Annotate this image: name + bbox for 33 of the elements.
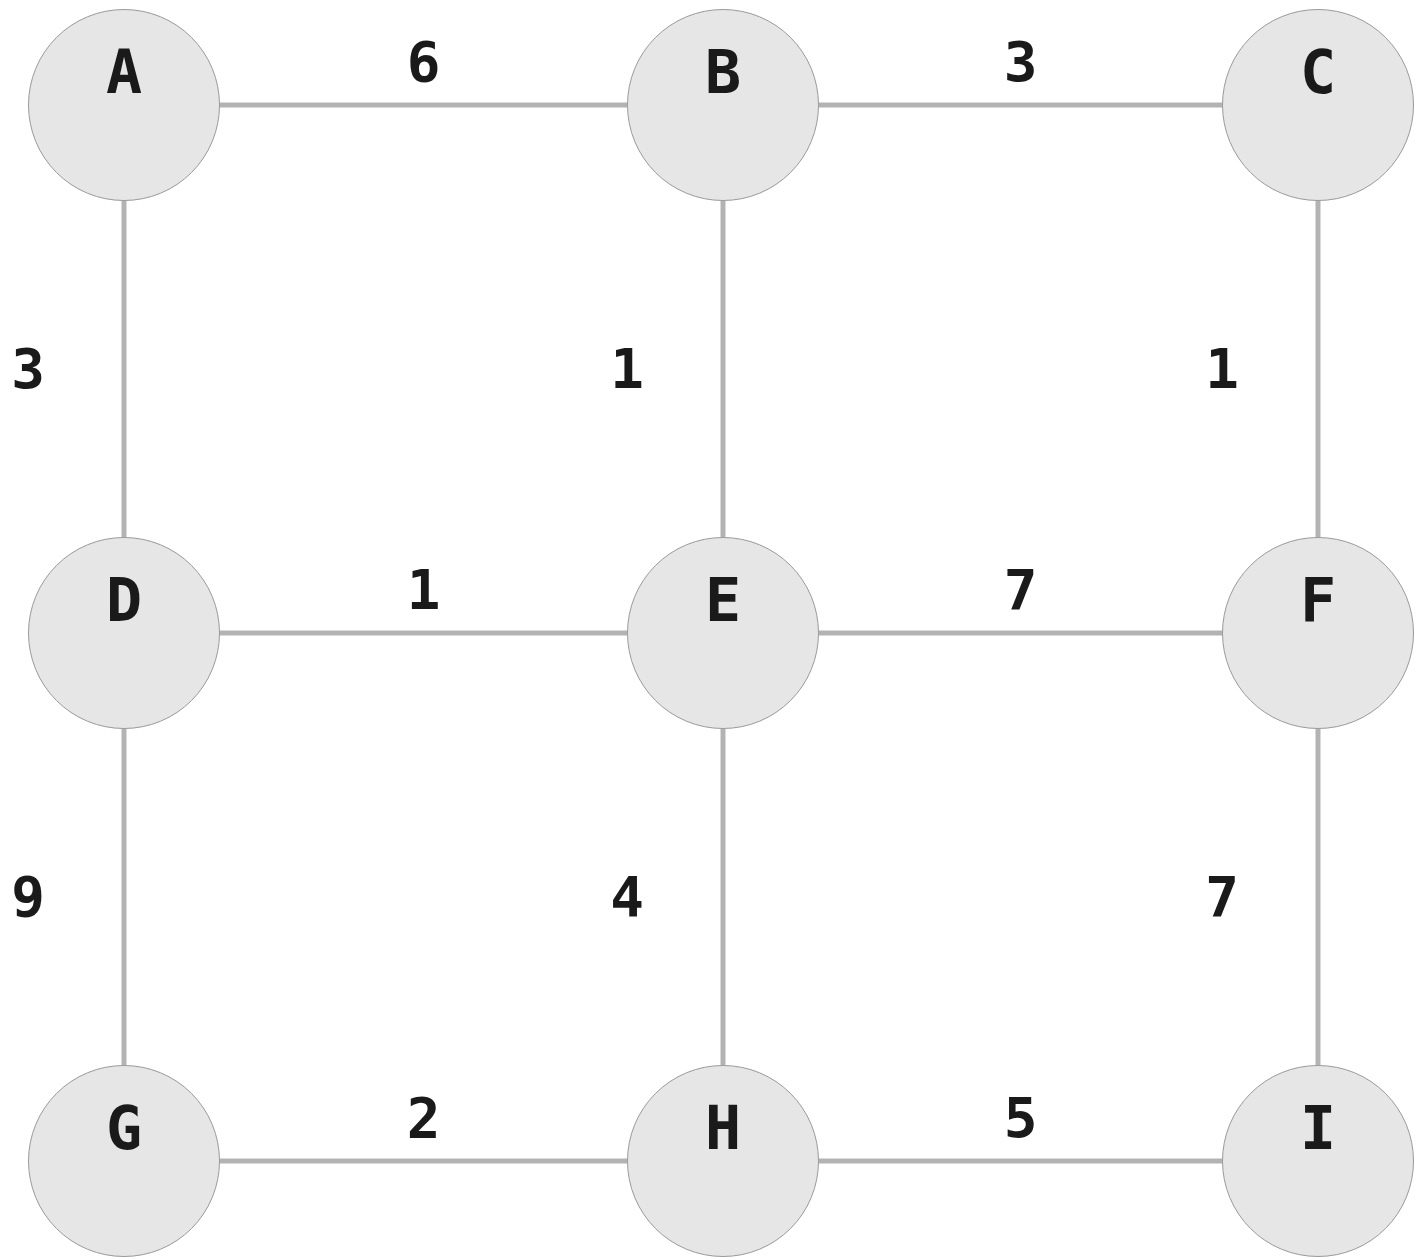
edge-label: 7	[1003, 562, 1038, 618]
node-label: A	[105, 42, 143, 102]
node-label: B	[704, 42, 742, 102]
connector-line	[121, 201, 127, 537]
connector-line	[720, 201, 726, 537]
connector-line	[1315, 201, 1321, 537]
edge-label: 3	[11, 341, 45, 397]
node-label: F	[1299, 570, 1337, 630]
node-label: H	[704, 1098, 742, 1158]
connector-line	[720, 729, 726, 1065]
edge-label: 7	[1205, 869, 1239, 925]
node-label: I	[1299, 1098, 1337, 1158]
connector-line	[220, 1158, 627, 1164]
connector-line	[819, 102, 1222, 108]
edge-label: 5	[1003, 1090, 1038, 1146]
node-label: D	[105, 570, 143, 630]
connector-line	[220, 630, 627, 636]
edge-label: 3	[1003, 34, 1038, 90]
edge-label: 9	[11, 869, 45, 925]
connector-line	[220, 102, 627, 108]
node-label: C	[1299, 42, 1337, 102]
connector-line	[819, 1158, 1222, 1164]
edge-label: 2	[406, 1090, 441, 1146]
connector-line	[819, 630, 1222, 636]
node-label: G	[105, 1098, 143, 1158]
edge-label: 1	[610, 341, 644, 397]
edge-label: 1	[406, 562, 441, 618]
edge-label: 6	[406, 34, 441, 90]
node-label: E	[704, 570, 742, 630]
edge-label: 1	[1205, 341, 1239, 397]
connector-line	[1315, 729, 1321, 1065]
connector-line	[121, 729, 127, 1065]
edge-label: 4	[610, 869, 644, 925]
